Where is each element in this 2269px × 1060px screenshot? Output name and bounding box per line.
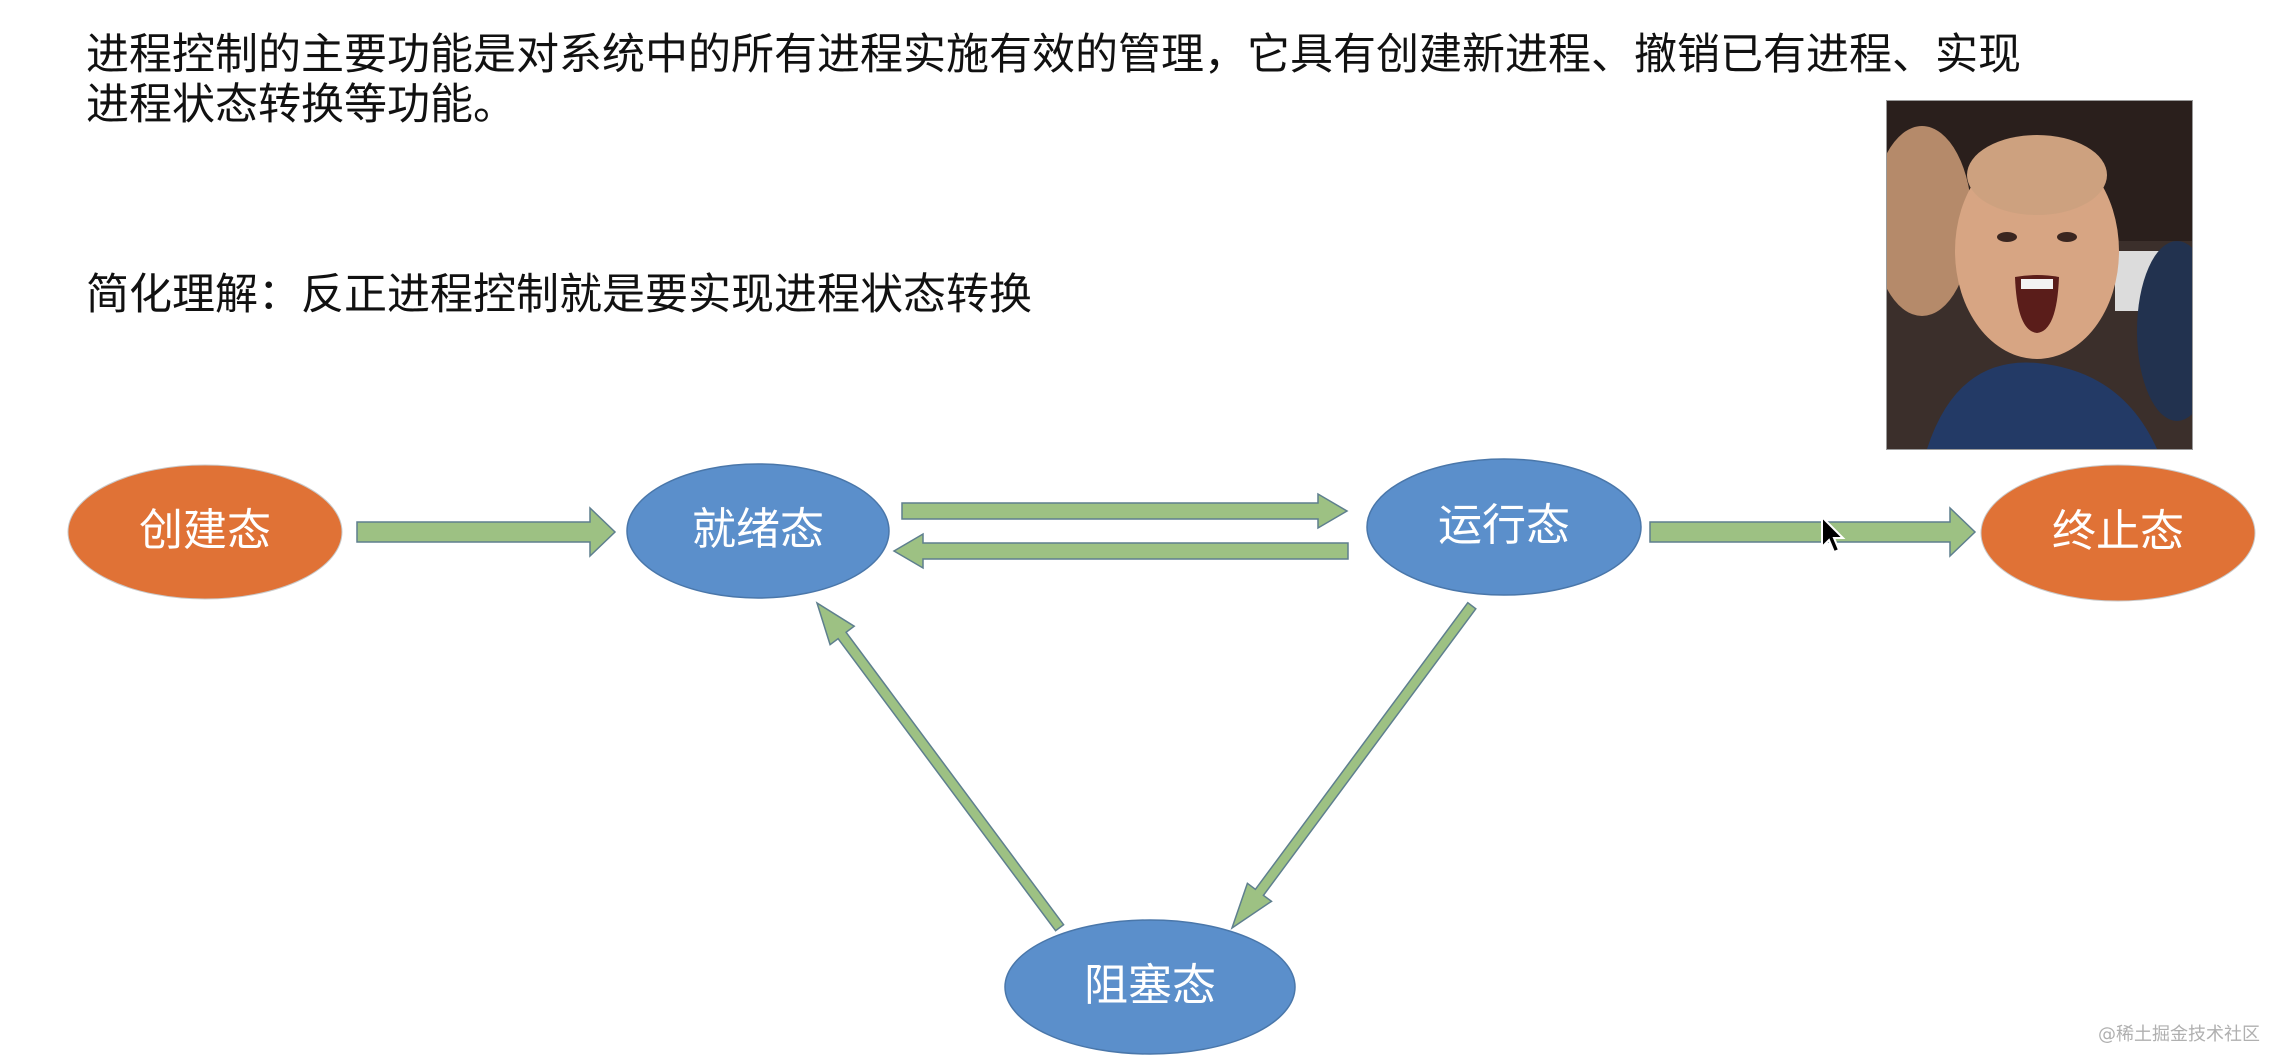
state-ready-label: 就绪态 [692, 504, 824, 555]
intro-line-2: 进程状态转换等功能。 [86, 80, 516, 130]
arrow-ready-to-running [901, 492, 1349, 530]
transition-arrows [356, 492, 1977, 932]
state-create: 创建态 [67, 464, 343, 600]
intro-line-1: 进程控制的主要功能是对系统中的所有进程实施有效的管理，它具有创建新进程、撤销已有… [86, 30, 2021, 80]
state-blocked-label: 阻塞态 [1084, 960, 1216, 1011]
summary-text: 简化理解：反正进程控制就是要实现进程状态转换 [86, 270, 1032, 320]
state-blocked-shape [1004, 919, 1296, 1055]
arrow-create-to-ready [356, 506, 617, 558]
meme-photo-image [1887, 101, 2192, 449]
state-ready: 就绪态 [626, 463, 890, 599]
state-running-shape [1366, 458, 1642, 596]
state-terminate-label: 终止态 [2052, 506, 2184, 557]
state-create-label: 创建态 [139, 505, 271, 556]
state-terminate: 终止态 [1980, 464, 2256, 602]
arrow-running-to-ready [892, 532, 1349, 570]
intro-paragraph: 进程控制的主要功能是对系统中的所有进程实施有效的管理，它具有创建新进程、撤销已有… [86, 30, 2246, 130]
state-running: 运行态 [1366, 458, 1642, 596]
watermark: @稀土掘金技术社区 [2098, 1024, 2260, 1045]
arrow-blocked-to-ready [815, 601, 1065, 932]
arrow-running-to-terminate [1649, 506, 1977, 558]
state-create-shape [67, 464, 343, 600]
arrow-running-to-blocked [1230, 601, 1477, 930]
state-blocked: 阻塞态 [1004, 919, 1296, 1055]
mouse-cursor-icon [1821, 515, 1846, 554]
state-running-label: 运行态 [1438, 500, 1570, 551]
state-terminate-shape [1980, 464, 2256, 602]
state-ready-shape [626, 463, 890, 599]
meme-photo [1886, 100, 2193, 450]
